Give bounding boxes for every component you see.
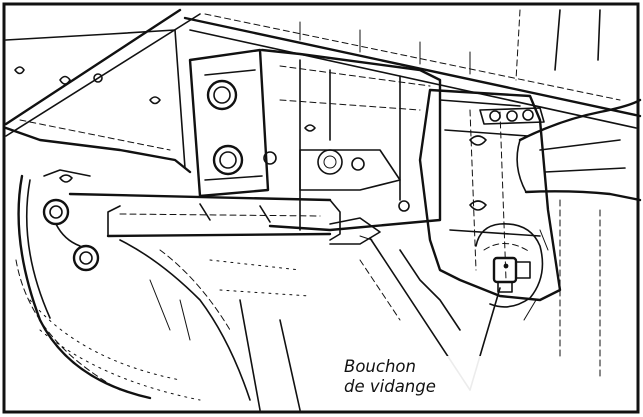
mounting-bracket (188, 48, 277, 198)
body-sill (4, 8, 642, 137)
bracket-bolt-lower (212, 144, 244, 176)
rail-hole-2 (59, 75, 71, 85)
drain-plug (492, 256, 518, 284)
rail-rivet (93, 73, 103, 83)
housing-fitting (317, 149, 343, 175)
callout-line-2: de vidange (344, 377, 436, 396)
rail-hole-3 (149, 96, 161, 105)
gearbox-housing (418, 88, 562, 302)
wheel-stud-1 (42, 198, 70, 226)
drain-plug-fitting (475, 223, 549, 321)
frame-rail (4, 29, 192, 174)
bracket-bolt-upper (206, 79, 238, 111)
bolt-row-top (479, 107, 545, 125)
wheel-stud-2 (72, 244, 100, 272)
callout-label: Bouchon de vidange (342, 356, 486, 398)
cross-member (260, 48, 442, 232)
rail-hole-1 (14, 66, 25, 75)
lower-suspension (119, 239, 461, 411)
right-wheel (516, 98, 642, 381)
callout-line-1: Bouchon (344, 357, 416, 376)
left-wheel-hub (15, 169, 201, 401)
axle-tube (68, 192, 381, 245)
